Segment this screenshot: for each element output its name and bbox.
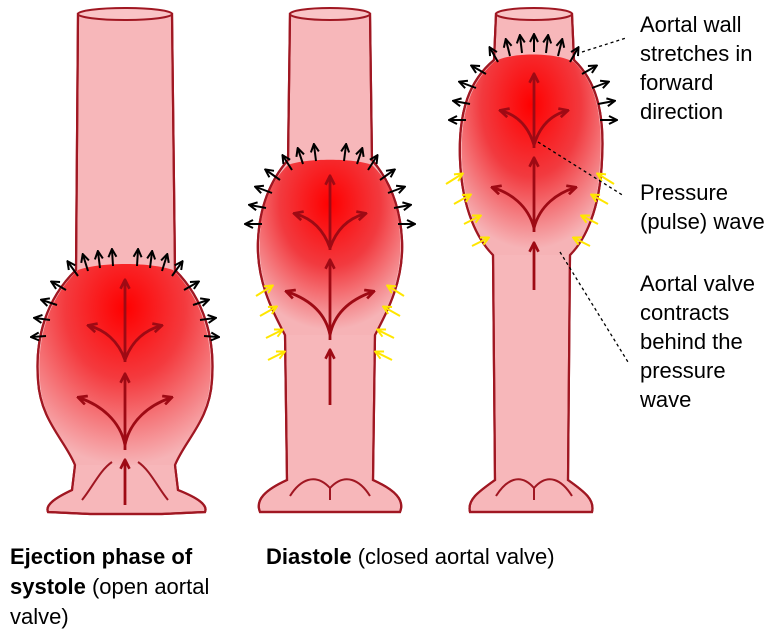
callout-pressure-wave: Pressure (pulse) wave <box>640 178 780 236</box>
caption-diastole-rest: (closed aortal valve) <box>352 544 555 569</box>
caption-diastole: Diastole (closed aortal valve) <box>266 542 686 572</box>
aorta-top-rim-late <box>496 8 572 20</box>
vessel-diastole <box>246 8 414 512</box>
callout-aortal-wall: Aortal wall stretches in forward directi… <box>640 10 780 126</box>
caption-systole: Ejection phase of systole (open aortal v… <box>10 542 260 632</box>
aorta-top-rim-systole <box>78 8 172 20</box>
callout-aortal-valve: Aortal valve contracts behind the pressu… <box>640 269 780 414</box>
aorta-top-rim-diastole <box>290 8 370 20</box>
pressure-bulge-late <box>462 55 601 256</box>
vessel-systole <box>32 8 218 514</box>
vessel-late-diastole <box>446 8 616 512</box>
leader-wall <box>582 38 626 52</box>
caption-diastole-bold: Diastole <box>266 544 352 569</box>
